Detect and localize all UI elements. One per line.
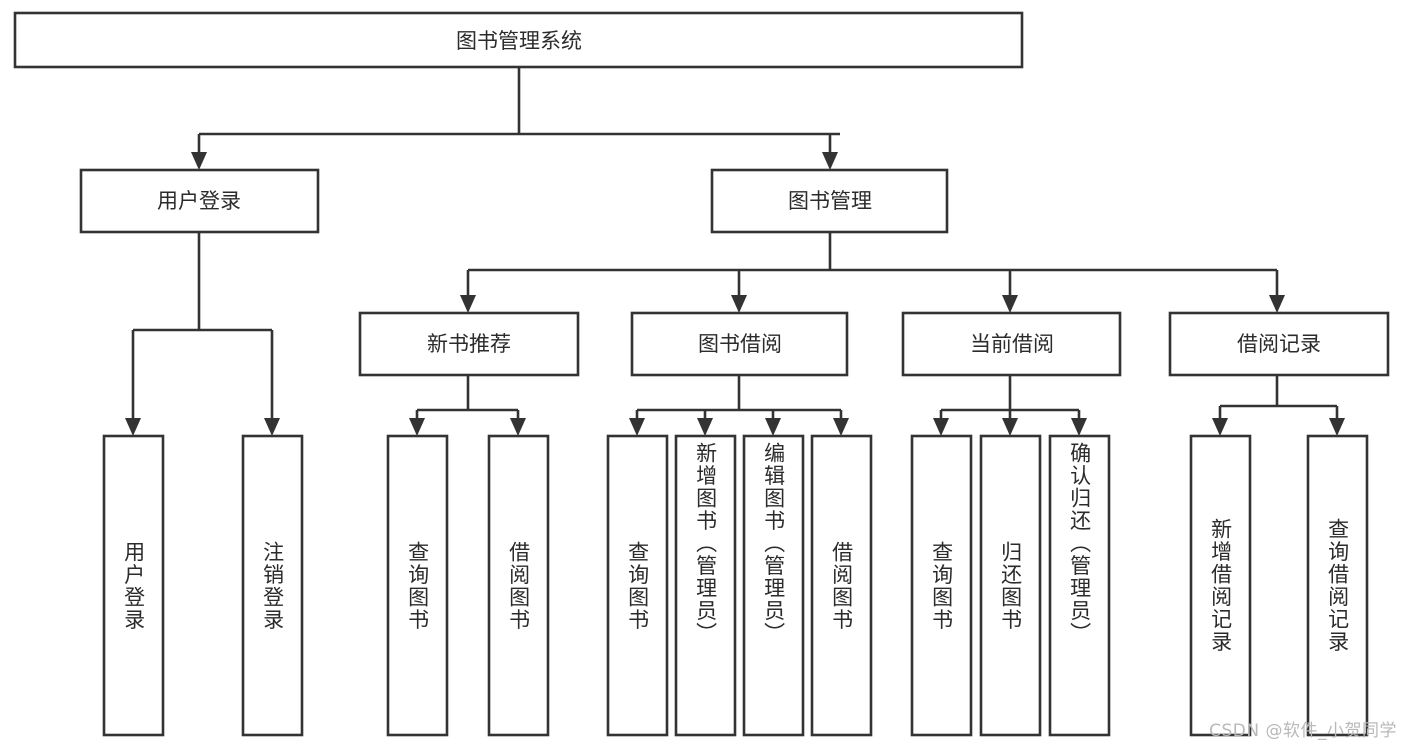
leaf-box-query-book-3[interactable] — [910, 434, 973, 737]
leaf-box-borrow-book-1[interactable] — [487, 434, 550, 737]
leaf-box-query-book-2[interactable] — [606, 434, 669, 737]
leaf-box-return-book[interactable] — [979, 434, 1042, 737]
leaf-box-user-login[interactable] — [102, 434, 165, 737]
connector-user-login-to-leaves — [125, 232, 280, 436]
node-book-borrow[interactable]: 图书借阅 — [630, 311, 849, 377]
leaf-box-query-book-1[interactable] — [386, 434, 449, 737]
node-new-book-recommend-label: 新书推荐 — [427, 332, 511, 356]
node-new-book-recommend[interactable]: 新书推荐 — [358, 311, 580, 377]
leaf-box-add-book[interactable] — [674, 434, 737, 737]
connector-borrow-record-to-leaves — [1212, 375, 1345, 436]
leaf-box-logout[interactable] — [241, 434, 304, 737]
node-user-login-label: 用户登录 — [157, 189, 241, 213]
leaf-box-edit-book[interactable] — [742, 434, 805, 737]
connector-root-to-level2 — [191, 67, 840, 170]
leaf-box-query-record[interactable] — [1306, 434, 1369, 737]
connector-book-borrow-to-leaves — [629, 375, 849, 436]
node-root-label: 图书管理系统 — [456, 29, 582, 53]
connector-book-management-to-level3 — [460, 232, 1285, 313]
connector-current-borrow-to-leaves — [933, 375, 1087, 436]
node-current-borrow[interactable]: 当前借阅 — [901, 311, 1122, 377]
node-borrow-record[interactable]: 借阅记录 — [1168, 311, 1390, 377]
leaf-box-confirm-return[interactable] — [1048, 434, 1111, 737]
node-book-management-label: 图书管理 — [788, 189, 872, 213]
node-book-management[interactable]: 图书管理 — [710, 168, 949, 234]
leaf-box-borrow-book-2[interactable] — [810, 434, 873, 737]
node-book-borrow-label: 图书借阅 — [698, 332, 782, 356]
node-borrow-record-label: 借阅记录 — [1237, 332, 1321, 356]
leaf-box-add-record[interactable] — [1189, 434, 1252, 737]
node-current-borrow-label: 当前借阅 — [970, 332, 1054, 356]
node-root[interactable]: 图书管理系统 — [13, 11, 1024, 69]
connector-new-book-recommend-to-leaves — [409, 375, 526, 436]
watermark-text: CSDN @软件_小贺同学 — [1209, 721, 1397, 741]
node-user-login[interactable]: 用户登录 — [79, 168, 320, 234]
